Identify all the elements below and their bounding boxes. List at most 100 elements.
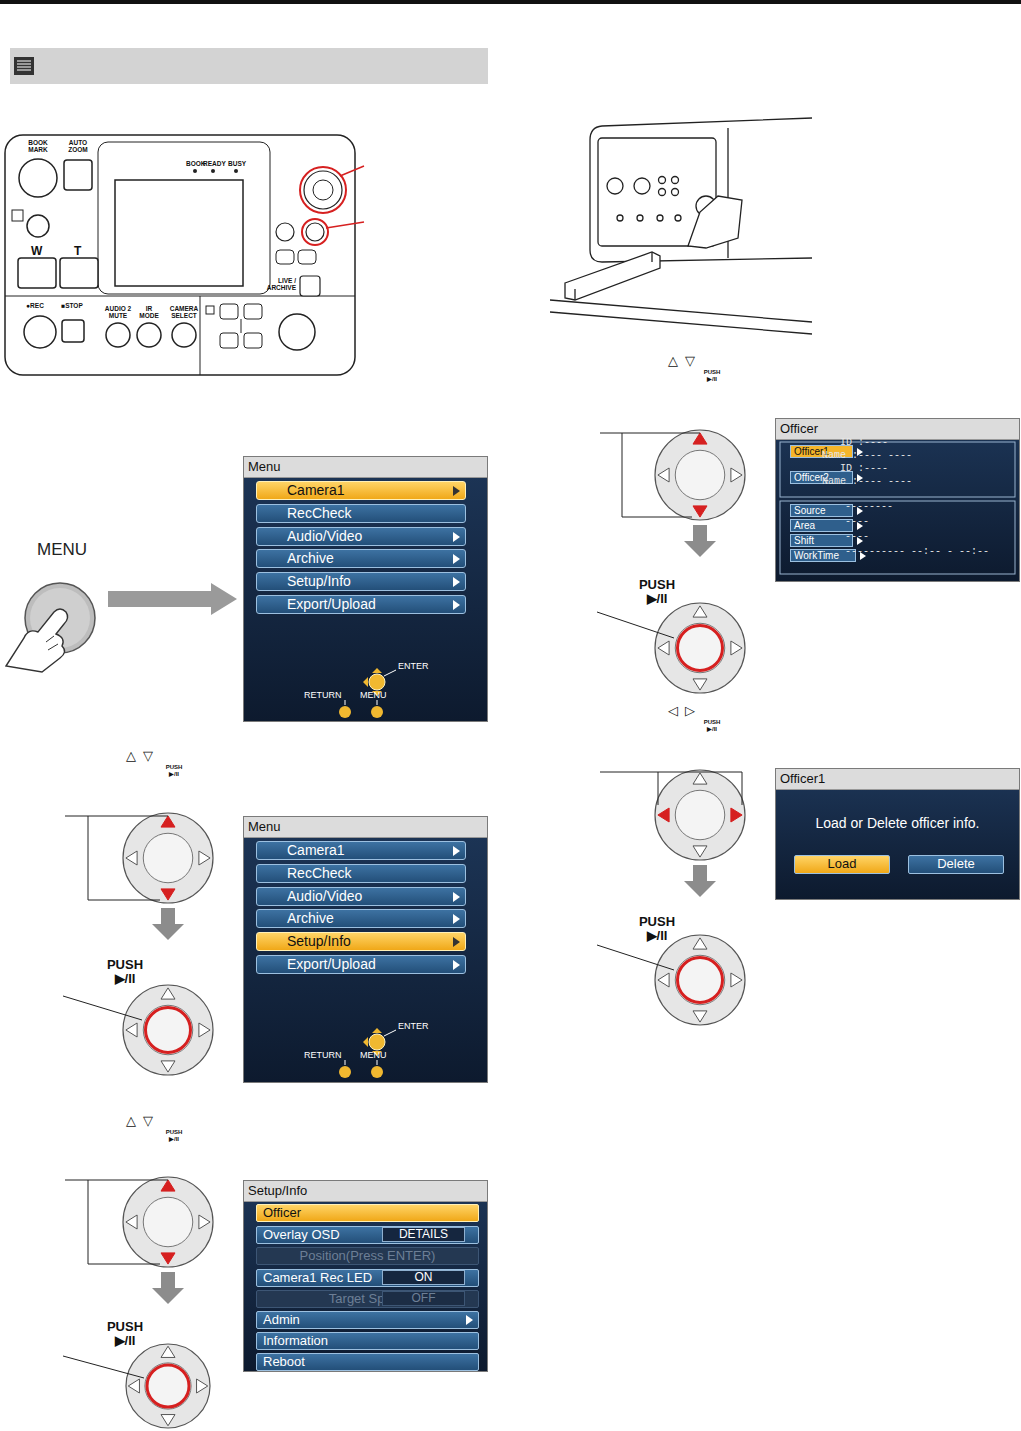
field-value: ---------- --:-- - --:--: [845, 546, 989, 557]
circle-shape: [19, 159, 57, 197]
joystick-graphic: [123, 985, 213, 1075]
hand-graphic: [6, 609, 68, 672]
circle-shape: [106, 323, 130, 347]
joystick-graphic: [123, 1177, 213, 1267]
push-label: PUSH ▶/II: [634, 578, 680, 606]
polygon-shape: [161, 988, 175, 999]
path-shape: [688, 196, 742, 248]
item-label: Source: [794, 505, 849, 516]
leader-line: [88, 816, 160, 900]
circle-shape: [146, 1008, 191, 1053]
circle-shape: [607, 178, 623, 194]
circle-shape: [211, 169, 215, 173]
circle-shape: [143, 833, 193, 883]
rect-shape: [244, 304, 262, 319]
dialog-button: Delete: [908, 855, 1004, 874]
screen-title: Officer: [776, 419, 1019, 440]
menu-item: Audio/Video: [256, 527, 466, 546]
polygon-shape: [161, 1253, 175, 1264]
joystick-graphic: [655, 770, 745, 860]
panel-label: ●REC: [20, 302, 50, 309]
circle-shape: [145, 1363, 191, 1409]
panel-label: LIVE / ARCHIVE: [256, 277, 296, 291]
item-label: Delete: [913, 856, 999, 872]
path-shape: [241, 319, 242, 333]
joystick-graphic: [123, 813, 213, 903]
circle-shape: [123, 813, 213, 903]
polygon-shape: [731, 468, 742, 482]
setup-row: Information: [256, 1332, 479, 1350]
dialog-button: Load: [794, 855, 890, 874]
rect-shape: [5, 135, 355, 375]
circle-shape: [678, 626, 723, 671]
step-symbol: ▽: [143, 1113, 153, 1128]
menu-item: Camera1: [256, 841, 466, 860]
circle-shape: [306, 223, 324, 241]
item-label: RecCheck: [287, 865, 465, 882]
panel-label: AUDIO 2 MUTE: [100, 305, 136, 319]
leader-line: [65, 816, 168, 817]
menu-screen: MenuCamera1RecCheckAudio/VideoArchiveSet…: [243, 456, 488, 722]
item-label: Load: [799, 856, 885, 872]
polygon-shape: [693, 506, 707, 517]
item-label: Reboot: [263, 1354, 478, 1370]
circle-shape: [655, 770, 745, 860]
setup-row: Target SpeedOFF: [256, 1290, 479, 1308]
item-label: Archive: [287, 550, 465, 567]
polygon-shape: [731, 641, 742, 655]
rect-shape: [300, 276, 320, 296]
rect-shape: [220, 304, 238, 319]
circle-shape: [300, 167, 346, 213]
item-label: Information: [263, 1333, 478, 1349]
circle-shape: [143, 1005, 193, 1055]
push-label: PUSH ▶/II: [102, 958, 148, 986]
rect-shape: [60, 258, 98, 288]
circle-shape: [675, 955, 725, 1005]
step-symbol: △: [126, 1113, 136, 1128]
field-value: ----: [845, 516, 869, 527]
polygon-shape: [161, 889, 175, 900]
joystick-graphic: [655, 430, 745, 520]
circle-shape: [123, 985, 213, 1075]
footer-label: ENTER: [398, 1021, 429, 1031]
item-label: Area: [794, 520, 849, 531]
circle-shape: [172, 323, 196, 347]
rect-shape: [64, 160, 92, 190]
item-label: DETAILS: [383, 1228, 464, 1241]
polygon-shape: [126, 1023, 137, 1037]
item-label: Export/Upload: [287, 956, 465, 973]
panel-label: W: [31, 244, 42, 258]
polygon-shape: [199, 1023, 210, 1037]
usb-illustration: [550, 118, 812, 334]
submenu-arrow: [453, 937, 460, 947]
field-value: --------: [845, 501, 893, 512]
item-label: Camera1: [287, 842, 465, 859]
path-shape: [345, 1060, 377, 1065]
circle-shape: [123, 1177, 213, 1267]
menu-footer-icon: [339, 1028, 396, 1078]
leader-line: [63, 996, 142, 1020]
circle-shape: [279, 314, 315, 350]
polygon-shape: [693, 1011, 707, 1022]
push-label: PUSH ▶/II: [634, 915, 680, 943]
joystick-graphic: [655, 935, 745, 1025]
panel-label: BOOK: [186, 160, 204, 167]
submenu-arrow: [453, 600, 460, 610]
polygon-shape: [128, 1379, 139, 1393]
setup-row: Camera1 Rec LEDON: [256, 1269, 479, 1287]
footer-label: RETURN: [304, 1050, 342, 1060]
circle-shape: [675, 623, 725, 673]
polygon-shape: [693, 679, 707, 690]
submenu-arrow: [453, 914, 460, 924]
footer-label: MENU: [360, 1050, 387, 1060]
polygon-shape: [658, 973, 669, 987]
item-label: RecCheck: [287, 505, 465, 522]
rect-shape: [780, 442, 1015, 497]
joystick-graphic: [655, 603, 745, 693]
circle-shape: [678, 958, 723, 1003]
circle-shape: [675, 790, 725, 840]
panel-label: AUTO ZOOM: [63, 139, 93, 153]
circle-shape: [193, 169, 197, 173]
push-icon-label: PUSH ▶/II: [702, 719, 722, 733]
